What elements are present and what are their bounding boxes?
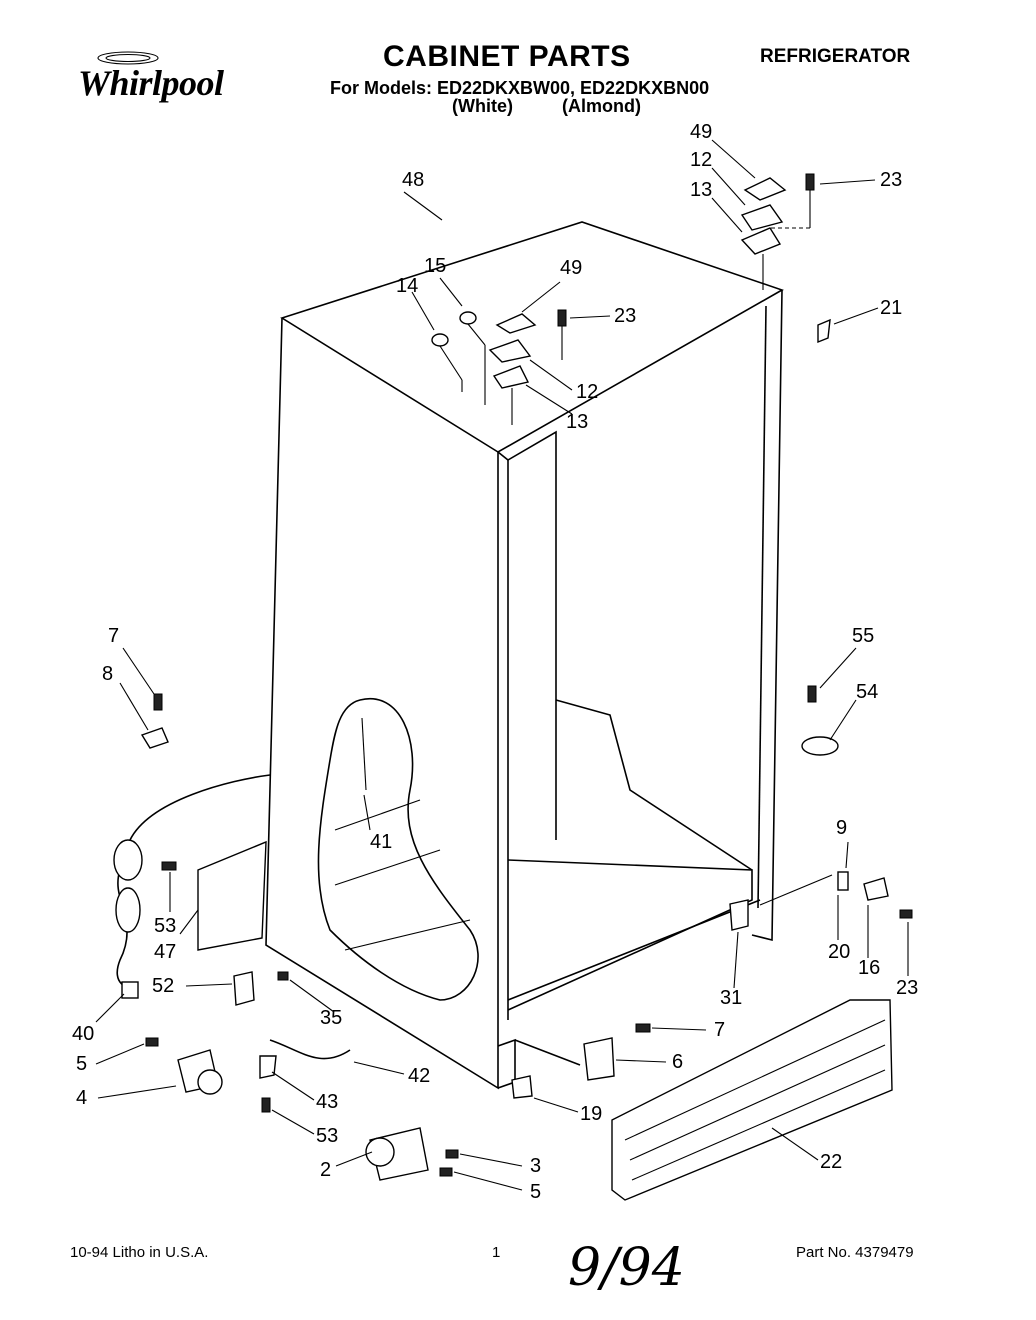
callout-20: 20	[828, 941, 850, 963]
callout-55: 55	[852, 625, 874, 647]
page-title: CABINET PARTS	[383, 40, 631, 73]
callout-13: 13	[690, 179, 712, 201]
callout-42: 42	[408, 1065, 430, 1087]
callout-16: 16	[858, 957, 880, 979]
callout-8: 8	[102, 663, 113, 685]
cabinet-body	[265, 221, 784, 1090]
callout-23: 23	[880, 169, 902, 191]
callout-15: 15	[424, 255, 446, 277]
callout-22: 22	[820, 1151, 842, 1173]
callout-13: 13	[566, 411, 588, 433]
callout-5: 5	[530, 1181, 541, 1203]
callout-5: 5	[76, 1053, 87, 1075]
whirlpool-logo: Whirlpool	[78, 63, 224, 103]
small-parts	[113, 173, 913, 1201]
callout-41: 41	[370, 831, 392, 853]
callout-53: 53	[316, 1125, 338, 1147]
callout-7: 7	[714, 1019, 725, 1041]
footer-part-number: Part No. 4379479	[796, 1244, 914, 1261]
callout-31: 31	[720, 987, 742, 1009]
callout-6: 6	[672, 1051, 683, 1073]
callout-23: 23	[614, 305, 636, 327]
callout-40: 40	[72, 1023, 94, 1045]
leader-lines	[95, 139, 909, 1191]
models-line: For Models: ED22DKXBW00, ED22DKXBN00	[330, 78, 710, 98]
color-almond-label: (Almond)	[562, 96, 641, 116]
callout-48: 48	[402, 169, 424, 191]
callout-9: 9	[836, 817, 847, 839]
appliance-type: REFRIGERATOR	[760, 46, 911, 67]
callout-54: 54	[856, 681, 878, 703]
callout-14: 14	[396, 275, 418, 297]
callout-52: 52	[152, 975, 174, 997]
callout-12: 12	[690, 149, 712, 171]
callout-7: 7	[108, 625, 119, 647]
logo-swoosh	[97, 51, 159, 65]
callout-21: 21	[880, 297, 902, 319]
callout-47: 47	[154, 941, 176, 963]
footer-litho: 10-94 Litho in U.S.A.	[70, 1244, 209, 1261]
callout-labels: 48 49 12 13 23 15 14 49 23 12 13 21 7 8 …	[72, 121, 918, 1203]
callout-23: 23	[896, 977, 918, 999]
handwritten-date: 9/94	[568, 1238, 685, 1298]
callout-53: 53	[154, 915, 176, 937]
callout-4: 4	[76, 1087, 87, 1109]
callout-12: 12	[576, 381, 598, 403]
callout-19: 19	[580, 1103, 602, 1125]
color-white-label: (White)	[452, 96, 513, 116]
callout-43: 43	[316, 1091, 338, 1113]
footer-page-number: 1	[492, 1244, 501, 1261]
callout-2: 2	[320, 1159, 331, 1181]
callout-49: 49	[560, 257, 582, 279]
callout-3: 3	[530, 1155, 541, 1177]
callout-35: 35	[320, 1007, 342, 1029]
callout-49: 49	[690, 121, 712, 143]
